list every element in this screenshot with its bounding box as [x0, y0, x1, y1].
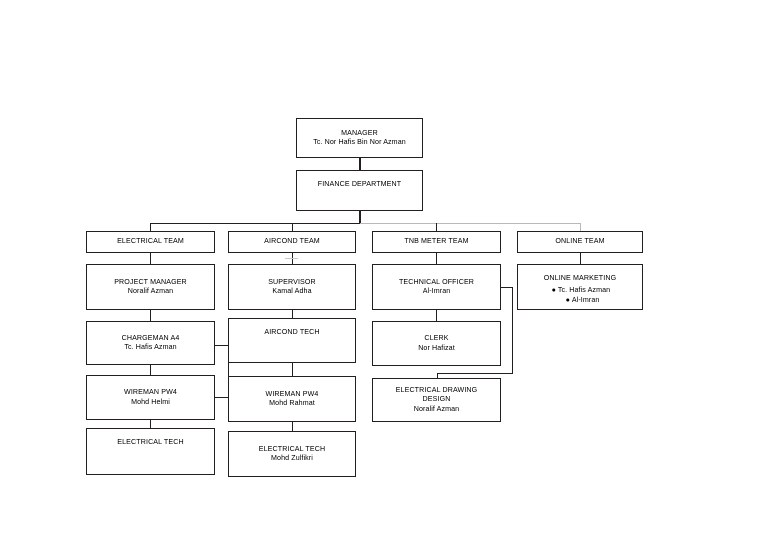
node-technical-officer-title: TECHNICAL OFFICER [398, 277, 475, 286]
node-electrical-drawing-design-title: ELECTRICAL DRAWING DESIGN [395, 385, 478, 404]
connector-bracket-chargeman-bottom [215, 397, 229, 399]
bullet-icon: ● [565, 295, 570, 304]
connector-finance-to-bus [359, 211, 361, 224]
node-tnb-meter-team-title: TNB METER TEAM [404, 237, 469, 246]
node-project-manager[interactable]: PROJECT MANAGER Noralif Azman [86, 264, 215, 310]
connector-bracket-officer-vertical [512, 287, 514, 374]
connector-bus-horizontal-right [360, 223, 580, 225]
node-online-team-title: ONLINE TEAM [555, 237, 605, 246]
connector-wireman-to-electrical-tech-aircond [291, 422, 293, 431]
online-marketing-member-name: Tc. Hafis Azman [557, 286, 611, 295]
node-manager-person: Tc. Nor Hafis Bin Nor Azman [313, 138, 406, 146]
node-wireman-pw4-electrical[interactable]: WIREMAN PW4 Mohd Helmi [86, 375, 215, 420]
node-wireman-pw4-aircond-person: Mohd Rahmat [269, 399, 315, 407]
node-tnb-meter-team[interactable]: TNB METER TEAM [372, 231, 501, 253]
node-supervisor-title: SUPERVISOR [268, 277, 316, 286]
node-electrical-drawing-design-person: Noralif Azman [413, 404, 460, 413]
node-electrical-tech-aircond-title: ELECTRICAL TECH [258, 444, 326, 453]
node-electrical-tech-electrical[interactable]: ELECTRICAL TECH [86, 428, 215, 475]
connector-supervisor-to-aircond-tech [291, 310, 293, 318]
node-electrical-tech-aircond[interactable]: ELECTRICAL TECH Mohd Zulfikri [228, 431, 356, 477]
connector-chargeman-to-wireman [150, 365, 152, 375]
connector-electrical-team-to-pm [150, 253, 152, 264]
node-clerk-title: CLERK [424, 334, 449, 343]
node-online-marketing-title: ONLINE MARKETING [543, 274, 617, 282]
connector-wireman-to-electrical-tech [150, 420, 152, 428]
scan-artifact-dash [285, 258, 298, 260]
node-manager[interactable]: MANAGER Tc. Nor Hafis Bin Nor Azman [296, 118, 423, 158]
node-aircond-tech-title: AIRCOND TECH [264, 328, 320, 336]
node-electrical-tech-electrical-title: ELECTRICAL TECH [117, 438, 184, 446]
node-technical-officer[interactable]: TECHNICAL OFFICER Al-Imran [372, 264, 501, 310]
node-supervisor-person: Kamal Adha [272, 287, 312, 295]
connector-manager-to-finance [359, 158, 361, 170]
connector-bracket-chargeman-top [215, 345, 229, 347]
node-aircond-tech[interactable]: AIRCOND TECH [228, 318, 356, 363]
node-finance-department[interactable]: FINANCE DEPARTMENT [296, 170, 423, 211]
connector-bracket-officer-bottom [437, 373, 513, 375]
connector-drop-online [579, 223, 581, 231]
node-electrical-team[interactable]: ELECTRICAL TEAM [86, 231, 215, 253]
node-supervisor[interactable]: SUPERVISOR Kamal Adha [228, 264, 356, 310]
connector-officer-to-clerk [436, 310, 438, 321]
node-clerk[interactable]: CLERK Nor Hafizat [372, 321, 501, 366]
online-marketing-member-name: Al-Imran [571, 295, 600, 304]
node-finance-department-title: FINANCE DEPARTMENT [317, 180, 402, 188]
list-item: ●Tc. Hafis Azman [550, 286, 610, 295]
node-aircond-team-title: AIRCOND TEAM [264, 237, 320, 246]
connector-bus-horizontal [150, 223, 362, 225]
node-technical-officer-person: Al-Imran [422, 287, 451, 295]
connector-drop-electrical [150, 223, 152, 231]
node-aircond-team[interactable]: AIRCOND TEAM [228, 231, 356, 253]
node-project-manager-title: PROJECT MANAGER [114, 277, 187, 286]
node-online-team[interactable]: ONLINE TEAM [517, 231, 643, 253]
connector-tnb-team-to-officer [436, 253, 438, 264]
node-electrical-drawing-design[interactable]: ELECTRICAL DRAWING DESIGN Noralif Azman [372, 378, 501, 422]
node-electrical-team-title: ELECTRICAL TEAM [117, 237, 184, 246]
node-chargeman-a4-title: CHARGEMAN A4 [121, 333, 180, 342]
node-chargeman-a4[interactable]: CHARGEMAN A4 Tc. Hafis Azman [86, 321, 215, 365]
connector-bracket-officer-drop [437, 373, 439, 378]
node-online-marketing[interactable]: ONLINE MARKETING ●Tc. Hafis Azman ●Al-Im… [517, 264, 643, 310]
connector-bracket-chargeman-vertical [228, 345, 230, 398]
node-project-manager-person: Noralif Azman [127, 287, 174, 295]
node-clerk-person: Nor Hafizat [418, 343, 455, 352]
connector-pm-to-chargeman [150, 310, 152, 321]
node-wireman-pw4-aircond-title: WIREMAN PW4 [265, 389, 319, 398]
node-electrical-tech-aircond-person: Mohd Zulfikri [271, 454, 313, 462]
node-wireman-pw4-electrical-person: Mohd Helmi [131, 397, 170, 406]
node-wireman-pw4-electrical-title: WIREMAN PW4 [124, 388, 177, 397]
bullet-icon: ● [551, 286, 556, 295]
list-item: ●Al-Imran [550, 296, 610, 305]
node-manager-title: MANAGER [341, 128, 378, 137]
node-chargeman-a4-person: Tc. Hafis Azman [124, 343, 177, 351]
online-marketing-member-list: ●Tc. Hafis Azman ●Al-Imran [550, 286, 610, 305]
connector-drop-aircond [291, 223, 293, 231]
connector-bracket-officer-top [501, 287, 513, 289]
node-wireman-pw4-aircond[interactable]: WIREMAN PW4 Mohd Rahmat [228, 376, 356, 422]
connector-aircond-tech-to-wireman [291, 363, 293, 376]
connector-drop-tnb [436, 223, 438, 231]
connector-online-team-to-marketing [579, 253, 581, 264]
